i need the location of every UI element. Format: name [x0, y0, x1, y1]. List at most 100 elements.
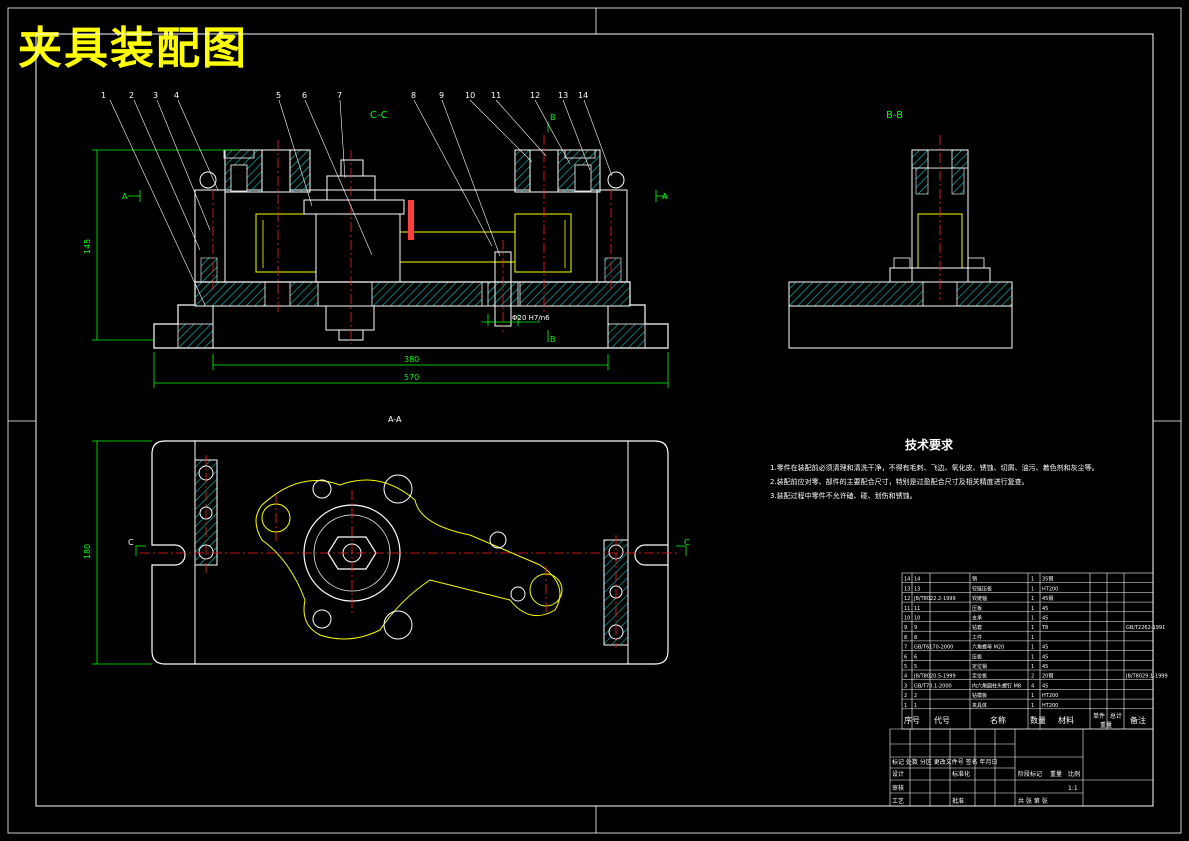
bom-cell-code: 10	[914, 616, 920, 622]
balloon-4: 4	[174, 91, 179, 100]
plan-workpiece	[255, 479, 561, 640]
bom-cell-material: HT200	[1042, 693, 1058, 699]
bom-cell-seq: 3	[904, 683, 907, 689]
balloon-13: 13	[558, 91, 568, 100]
body-hatch-top-mid	[289, 281, 319, 307]
tech-req-title: 技术要求	[905, 438, 954, 452]
balloon-1: 1	[101, 91, 106, 100]
dim-overall-width: 570	[404, 373, 419, 382]
bom-header-name: 名称	[990, 715, 1006, 725]
section-mark-b-top: B	[550, 113, 556, 122]
tech-req-item-2: 2.装配前应对零、部件的主要配合尺寸，特别是过盈配合尺寸及相关精度进行复查。	[770, 478, 1029, 486]
bom-cell-seq: 8	[904, 635, 907, 641]
bom-cell-seq: 9	[904, 625, 907, 631]
tb-design: 设计	[892, 770, 904, 778]
tb-weight: 重量	[1050, 770, 1062, 778]
bom-table	[889, 572, 1154, 806]
bom-cell-name: 支承	[972, 615, 982, 622]
bom-cell-name: 铰链轴	[972, 595, 987, 602]
bom-cell-material: HT200	[1042, 703, 1058, 709]
bom-cell-code: 13	[914, 586, 920, 592]
bom-cell-seq: 11	[904, 606, 910, 612]
view-label-cc: C-C	[370, 110, 388, 121]
bom-cell-seq: 12	[904, 596, 910, 602]
inner-frame	[35, 33, 1154, 807]
bom-cell-code: 11	[914, 606, 920, 612]
plan-view	[92, 440, 687, 665]
bom-cell-code: 5	[914, 664, 917, 670]
workpiece-left-boss	[255, 213, 317, 273]
bom-header-remark: 备注	[1130, 715, 1146, 725]
dim-height: 145	[83, 239, 92, 254]
drill-plate	[224, 189, 598, 283]
section-mark-b-bottom: B	[550, 335, 556, 344]
bom-header-code: 代号	[934, 715, 950, 725]
tech-req-item-1: 1.零件在装配前必须清理和清洗干净，不得有毛刺、飞边、氧化皮、锈蚀、切屑、油污、…	[770, 464, 1099, 472]
bom-cell-qty: 1	[1031, 664, 1034, 670]
bom-cell-material: 45	[1042, 616, 1048, 622]
workpiece-arm	[399, 231, 516, 263]
bom-cell-code: 9	[914, 625, 917, 631]
bom-cell-code: 6	[914, 654, 917, 660]
bom-cell-qty: 1	[1031, 616, 1034, 622]
bom-cell-qty: 1	[1031, 654, 1034, 660]
body-hatch-top-mid2	[371, 281, 483, 307]
dim-plan-width: 180	[83, 544, 92, 559]
bottom-nut	[325, 305, 375, 331]
bom-cell-qty: 1	[1031, 693, 1034, 699]
bom-cell-seq: 2	[904, 693, 907, 699]
bom-cell-name: 六角螺母 M20	[972, 644, 1004, 651]
clamp-plate	[303, 199, 405, 215]
bom-cell-material: 45	[1042, 606, 1048, 612]
bom-header-weight: 重量	[1100, 721, 1112, 729]
bom-cell-material: T8	[1041, 625, 1048, 631]
section-mark-a-left: A	[122, 192, 128, 201]
bom-header-qty: 数量	[1030, 715, 1046, 725]
bom-cell-material: 45	[1042, 645, 1048, 651]
bom-cell-qty: 1	[1031, 596, 1034, 602]
side-workpiece	[917, 213, 963, 269]
balloon-7: 7	[337, 91, 342, 100]
bom-cell-name: 钻模板	[972, 692, 987, 699]
base-hatch-left	[177, 323, 214, 349]
section-mark-a-right: A	[662, 192, 668, 201]
bom-cell-qty: 1	[1031, 645, 1034, 651]
dim-hole: Φ20 H7/n6	[512, 314, 550, 322]
bom-cell-name: 销	[972, 576, 977, 583]
balloon-labels: 1 2 3 4 5 6 7 8 9 10 11 12 13 14	[101, 91, 588, 100]
body-hatch-top-right	[519, 281, 631, 307]
bom-cell-qty: 2	[1031, 674, 1034, 680]
balloon-12: 12	[530, 91, 540, 100]
bom-cell-qty: 1	[1031, 577, 1034, 583]
balloon-2: 2	[129, 91, 134, 100]
side-section-view	[788, 135, 1013, 349]
front-section-view	[92, 99, 669, 388]
bom-cell-name: 压板	[972, 605, 982, 612]
bom-cell-seq: 7	[904, 645, 907, 651]
bom-cell-seq: 10	[904, 616, 910, 622]
bom-cell-material: HT200	[1042, 586, 1058, 592]
bom-cell-code: 14	[914, 577, 920, 583]
bom-cell-code: 8	[914, 635, 917, 641]
bom-cell-remark: GB/T2262-1991	[1126, 625, 1165, 631]
bom-cell-qty: 1	[1031, 606, 1034, 612]
balloon-5: 5	[276, 91, 281, 100]
bom-cell-name: 压板	[972, 653, 982, 660]
bom-cell-seq: 5	[904, 664, 907, 670]
bom-cell-material: 45	[1042, 683, 1048, 689]
tb-stage: 阶段标记	[1018, 770, 1042, 778]
bom-cell-name: 夹具体	[972, 702, 987, 709]
balloon-11: 11	[491, 91, 501, 100]
center-clamp	[315, 213, 401, 283]
balloon-14: 14	[578, 91, 588, 100]
section-mark-c-right: C	[684, 538, 690, 547]
bom-cell-qty: 1	[1031, 703, 1034, 709]
bom-cell-code: GB/T6170-2000	[914, 645, 953, 651]
view-label-aa: A-A	[388, 415, 402, 424]
bom-cell-material: 45钢	[1042, 595, 1053, 602]
tb-scale: 比例	[1068, 770, 1080, 778]
bom-cell-seq: 4	[904, 674, 907, 680]
bom-cell-material: 45	[1042, 654, 1048, 660]
bom-cell-qty: 1	[1031, 586, 1034, 592]
